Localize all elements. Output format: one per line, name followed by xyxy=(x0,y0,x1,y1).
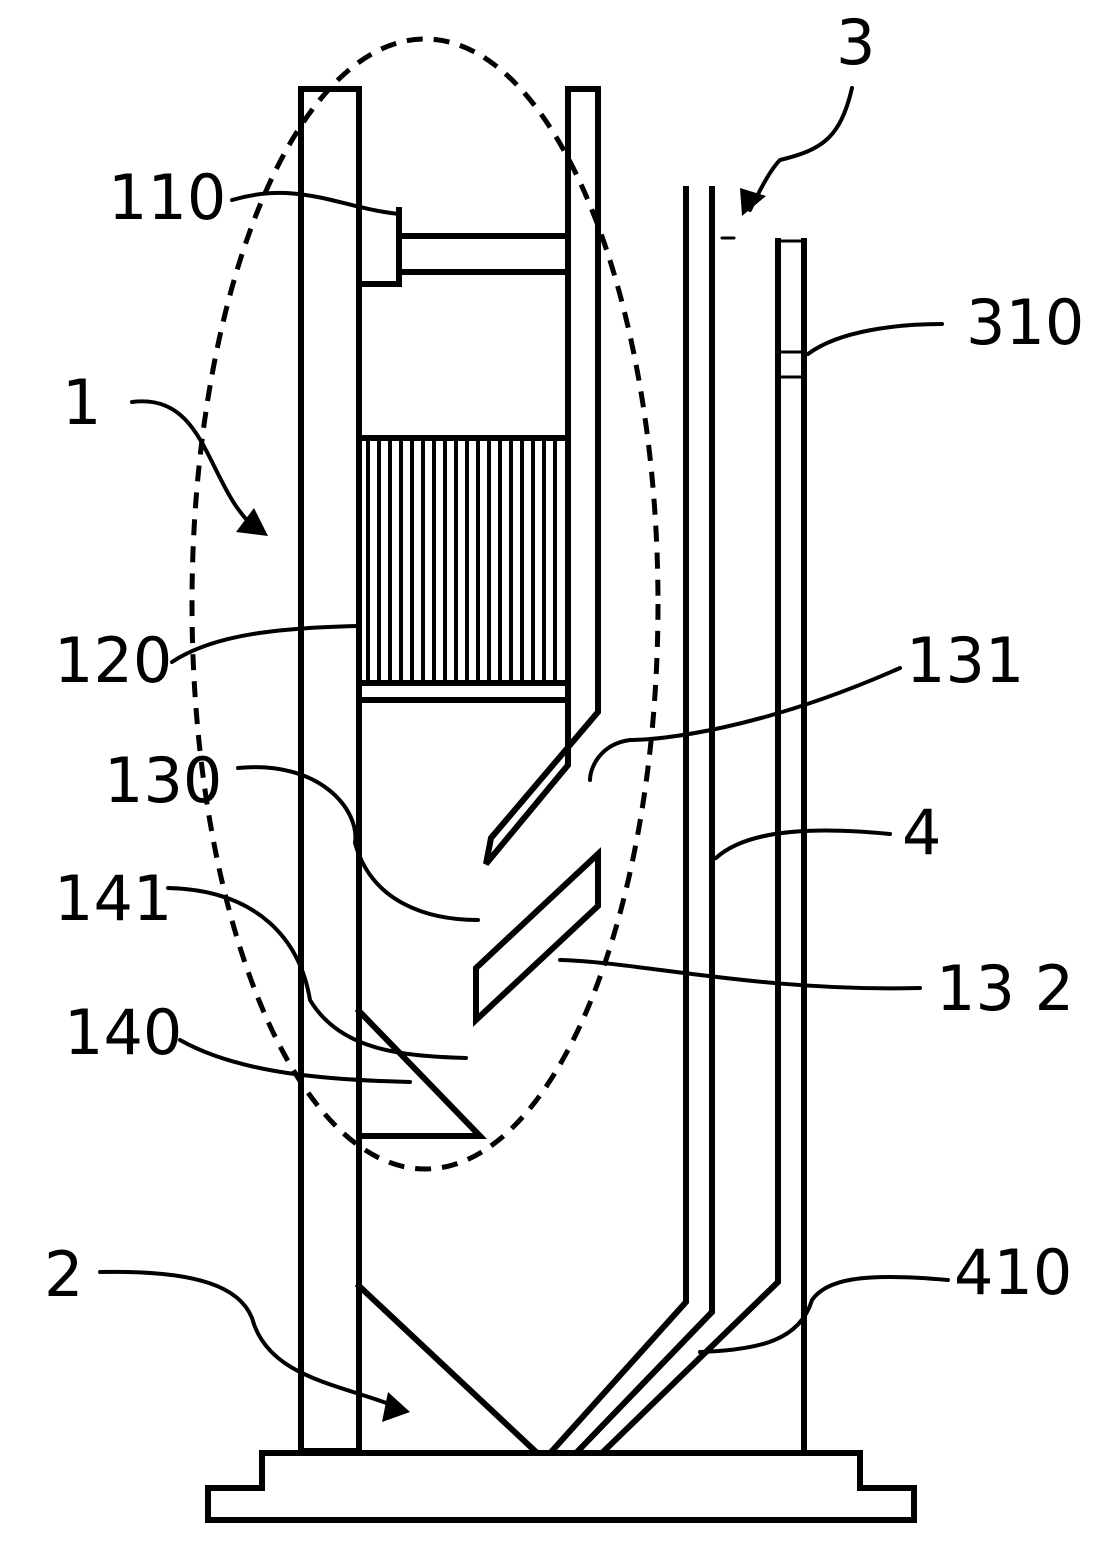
baffle-132 xyxy=(473,847,601,1027)
label-132: 13 2 xyxy=(936,952,1074,1025)
label-141: 141 xyxy=(54,862,172,935)
leader-110 xyxy=(230,190,401,216)
label-3: 3 xyxy=(836,6,875,79)
leader-132 xyxy=(558,958,922,991)
filter-120 xyxy=(356,435,571,703)
label-130: 130 xyxy=(104,744,222,817)
leader-130 xyxy=(236,765,480,922)
leader-120 xyxy=(170,624,358,664)
slope-140 xyxy=(354,1006,488,1139)
arrowhead-2 xyxy=(382,1392,410,1422)
riser-3 xyxy=(599,238,781,1456)
detail-ellipse xyxy=(189,36,661,1172)
label-140: 140 xyxy=(64,996,182,1069)
pipe-110-flange xyxy=(356,207,402,287)
label-1: 1 xyxy=(62,366,101,439)
leader-131 xyxy=(588,666,902,782)
left-wall xyxy=(298,86,362,1454)
leader-2 xyxy=(98,1269,402,1410)
label-120: 120 xyxy=(54,624,172,697)
leader-141 xyxy=(166,886,468,1060)
label-131: 131 xyxy=(906,624,1024,697)
baffle-wall xyxy=(483,86,601,866)
hopper-2 xyxy=(354,1281,540,1456)
leader-310 xyxy=(806,322,944,356)
pipe-110 xyxy=(396,233,571,275)
label-110: 110 xyxy=(108,161,226,234)
leader-4 xyxy=(714,828,892,860)
label-410: 410 xyxy=(954,1236,1072,1309)
base-plate xyxy=(205,1450,917,1523)
leader-3 xyxy=(748,86,854,212)
arrowhead-3 xyxy=(740,188,766,216)
element-310 xyxy=(776,350,806,379)
pipe-4-inner xyxy=(573,186,715,1456)
leader-140 xyxy=(178,1038,412,1084)
label-4: 4 xyxy=(902,796,941,869)
leader-410 xyxy=(698,1274,950,1354)
label-310: 310 xyxy=(966,286,1084,359)
arrowhead-1 xyxy=(236,508,268,536)
label-2: 2 xyxy=(44,1238,83,1311)
leader-1 xyxy=(130,399,262,534)
pipe-4 xyxy=(547,186,689,1456)
